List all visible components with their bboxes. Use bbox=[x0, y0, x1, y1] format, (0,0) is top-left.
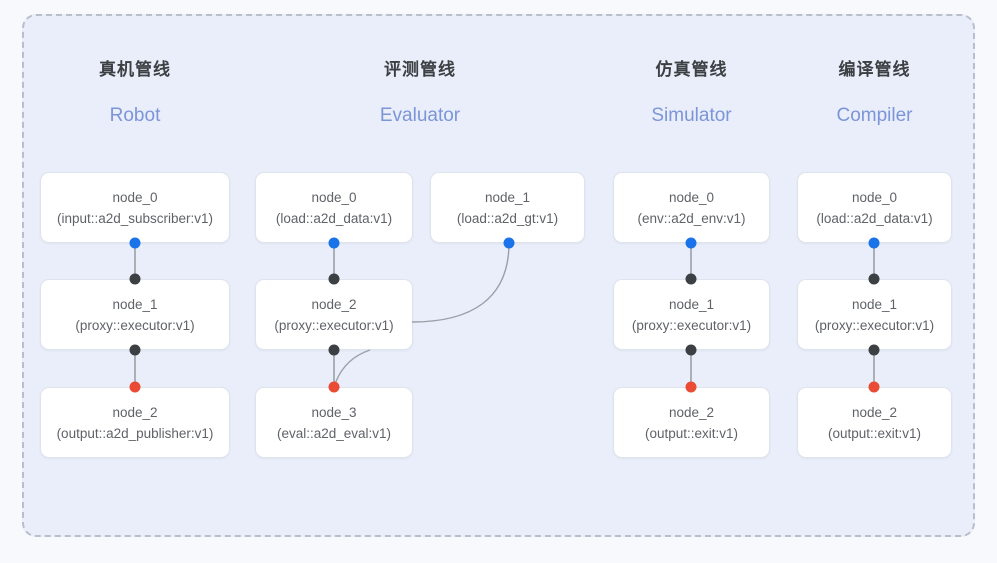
node-card[interactable]: node_2 (output::exit:v1) bbox=[613, 387, 770, 458]
node-name: node_3 bbox=[311, 404, 357, 420]
node-card[interactable]: node_1 (proxy::executor:v1) bbox=[40, 279, 230, 350]
node-name: node_2 bbox=[112, 404, 158, 420]
node-card[interactable]: node_0 (load::a2d_data:v1) bbox=[797, 172, 952, 243]
node-type: (proxy::executor:v1) bbox=[274, 317, 394, 333]
node-name: node_0 bbox=[311, 189, 357, 205]
port-input-dot[interactable] bbox=[328, 237, 340, 249]
port-link-dot[interactable] bbox=[868, 273, 880, 285]
port-input-dot[interactable] bbox=[685, 237, 697, 249]
node-type: (load::a2d_gt:v1) bbox=[456, 210, 559, 226]
port-link-dot[interactable] bbox=[328, 344, 340, 356]
node-type: (input::a2d_subscriber:v1) bbox=[56, 210, 214, 226]
node-name: node_2 bbox=[668, 404, 715, 420]
node-card[interactable]: node_2 (proxy::executor:v1) bbox=[255, 279, 413, 350]
node-type: (eval::a2d_eval:v1) bbox=[276, 425, 392, 441]
port-output-dot[interactable] bbox=[129, 381, 141, 393]
node-card[interactable]: node_1 (load::a2d_gt:v1) bbox=[430, 172, 585, 243]
port-link-dot[interactable] bbox=[685, 344, 697, 356]
port-link-dot[interactable] bbox=[129, 344, 141, 356]
node-name: node_1 bbox=[484, 189, 531, 205]
node-type: (proxy::executor:v1) bbox=[814, 317, 935, 333]
node-name: node_2 bbox=[311, 296, 357, 312]
port-link-dot[interactable] bbox=[129, 273, 141, 285]
node-card[interactable]: node_2 (output::exit:v1) bbox=[797, 387, 952, 458]
port-output-dot[interactable] bbox=[685, 381, 697, 393]
node-type: (output::exit:v1) bbox=[644, 425, 739, 441]
node-card[interactable]: node_1 (proxy::executor:v1) bbox=[613, 279, 770, 350]
node-name: node_1 bbox=[851, 296, 898, 312]
port-output-dot[interactable] bbox=[868, 381, 880, 393]
node-name: node_2 bbox=[851, 404, 898, 420]
node-name: node_0 bbox=[851, 189, 898, 205]
node-card[interactable]: node_0 (load::a2d_data:v1) bbox=[255, 172, 413, 243]
node-name: node_1 bbox=[668, 296, 715, 312]
pipeline-panel bbox=[22, 14, 975, 537]
port-link-dot[interactable] bbox=[868, 344, 880, 356]
node-type: (load::a2d_data:v1) bbox=[816, 210, 933, 226]
port-input-dot[interactable] bbox=[868, 237, 880, 249]
node-type: (proxy::executor:v1) bbox=[631, 317, 752, 333]
node-name: node_0 bbox=[112, 189, 158, 205]
port-link-dot[interactable] bbox=[685, 273, 697, 285]
node-name: node_1 bbox=[112, 296, 158, 312]
port-input-dot[interactable] bbox=[503, 237, 515, 249]
node-type: (env::a2d_env:v1) bbox=[637, 210, 746, 226]
node-type: (load::a2d_data:v1) bbox=[275, 210, 393, 226]
node-card[interactable]: node_2 (output::a2d_publisher:v1) bbox=[40, 387, 230, 458]
node-card[interactable]: node_1 (proxy::executor:v1) bbox=[797, 279, 952, 350]
node-card[interactable]: node_0 (env::a2d_env:v1) bbox=[613, 172, 770, 243]
port-output-dot[interactable] bbox=[328, 381, 340, 393]
node-card[interactable]: node_3 (eval::a2d_eval:v1) bbox=[255, 387, 413, 458]
node-type: (output::a2d_publisher:v1) bbox=[56, 425, 214, 441]
node-name: node_0 bbox=[668, 189, 715, 205]
node-type: (output::exit:v1) bbox=[827, 425, 922, 441]
port-link-dot[interactable] bbox=[328, 273, 340, 285]
node-type: (proxy::executor:v1) bbox=[75, 317, 195, 333]
node-card[interactable]: node_0 (input::a2d_subscriber:v1) bbox=[40, 172, 230, 243]
port-input-dot[interactable] bbox=[129, 237, 141, 249]
